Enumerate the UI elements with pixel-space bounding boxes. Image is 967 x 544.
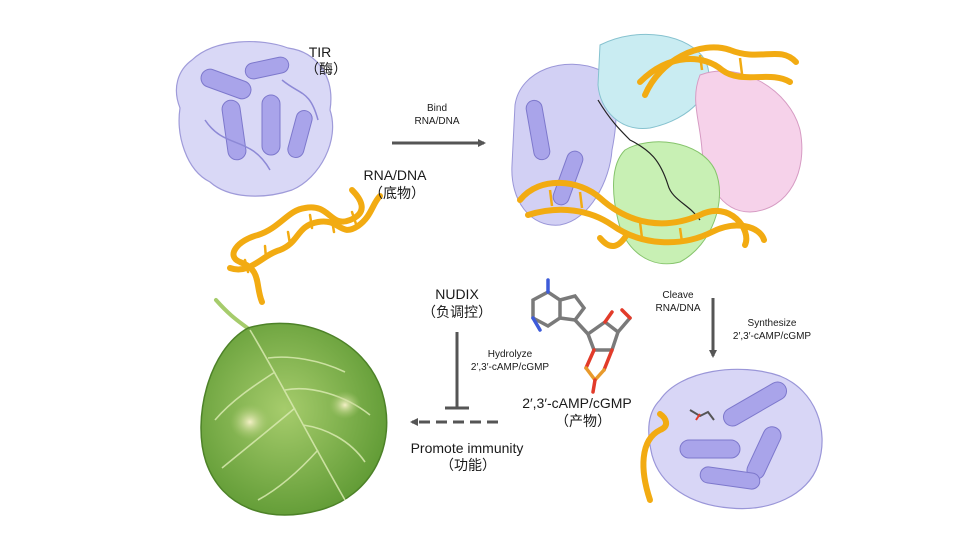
substrate-role: （底物） [369,186,425,202]
tir-monomer-structure [175,41,334,197]
bind-label-line2: RNA/DNA [414,116,460,127]
bind-label-line1: Bind [426,103,447,114]
synthesize-label-line2: 2′,3′-cAMP/cGMP [732,331,812,342]
product-role: （产物） [555,414,611,430]
hydrolyze-label-line2: 2′,3′-cAMP/cGMP [470,362,550,373]
substrate-name: RNA/DNA [363,167,427,183]
product-name: 2′,3′-cAMP/cGMP [522,395,632,411]
synthesize-label-line1: Synthesize [747,318,797,329]
regulator-name: NUDIX [435,286,479,302]
tir-product-complex [640,368,823,510]
regulator-role: （负调控） [422,305,492,321]
outcome-role: （功能） [440,458,496,474]
camp-molecule [531,278,632,394]
cleave-label-line2: RNA/DNA [655,303,701,314]
cleave-label-line1: Cleave [662,290,694,301]
leaf-illustration [200,298,388,516]
outcome-name: Promote immunity [410,440,524,456]
rna-dna-duplex [227,187,383,305]
tir-tetramer-complex [511,33,803,265]
hydrolyze-label-line1: Hydrolyze [487,349,533,360]
enzyme-name: TIR [308,44,332,60]
enzyme-role: （酶） [305,62,347,78]
